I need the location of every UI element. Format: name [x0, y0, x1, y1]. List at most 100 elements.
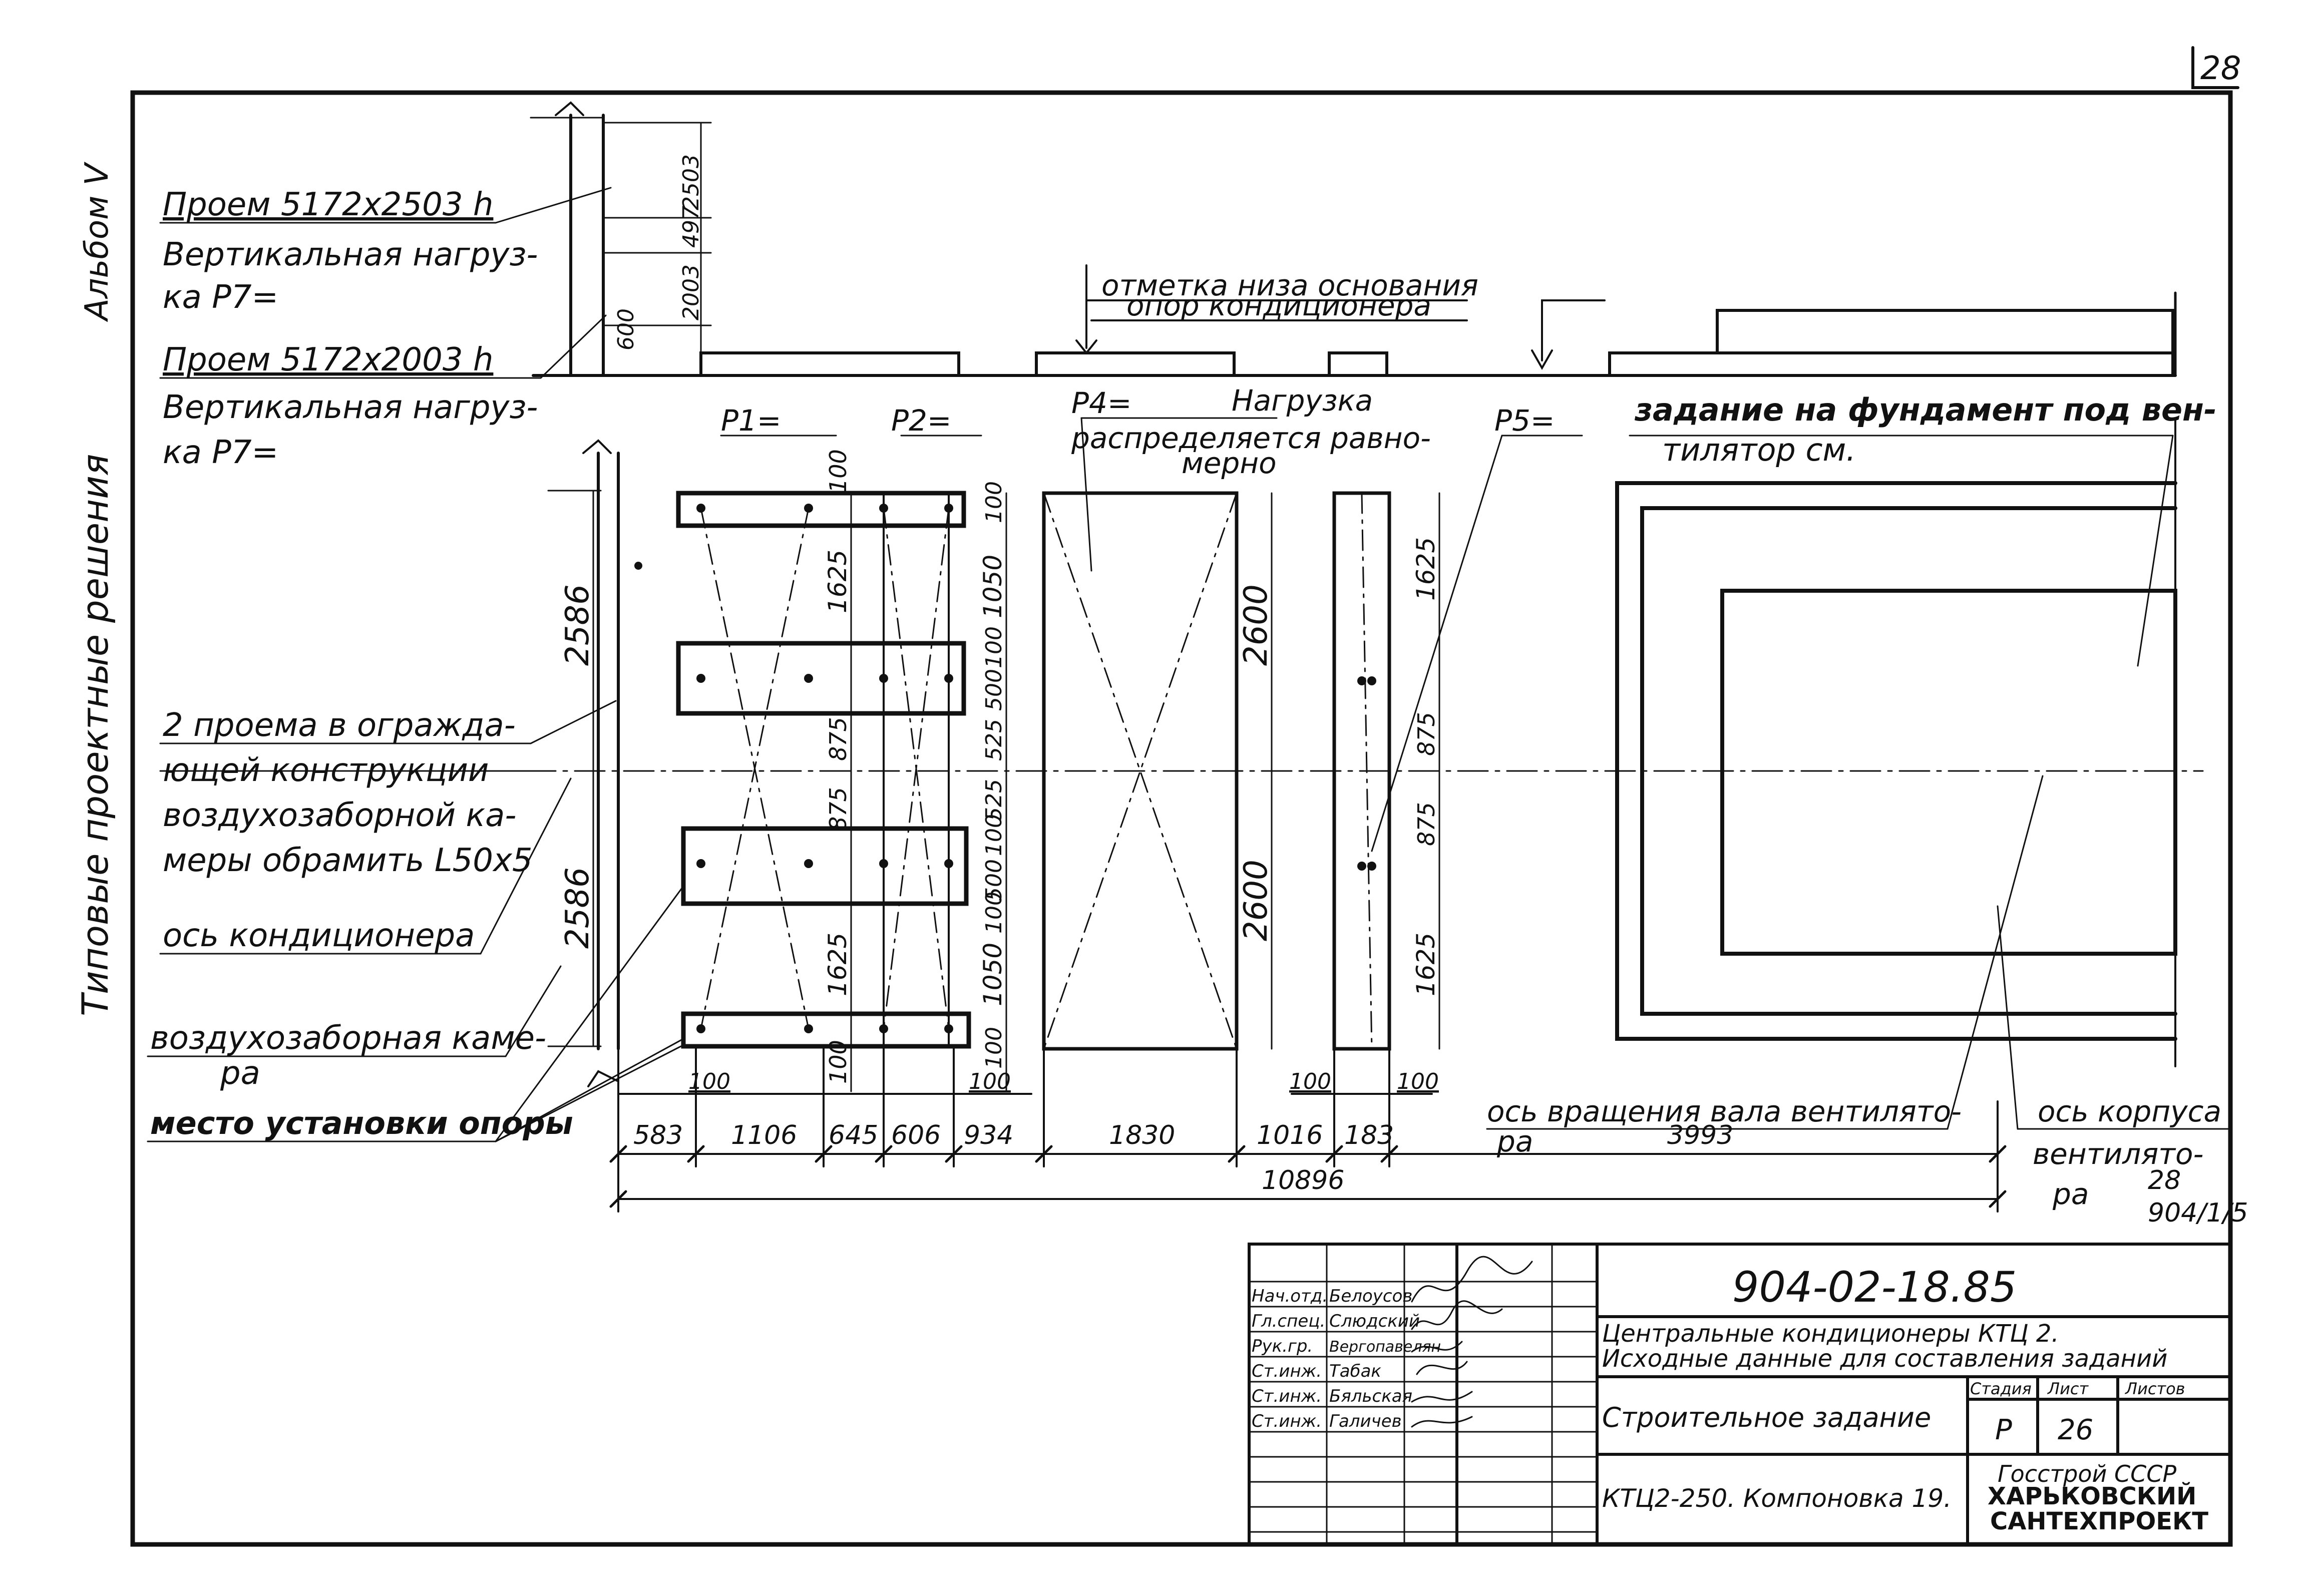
chain-dim: 1830 — [1109, 1120, 1175, 1150]
reference-album: 904/1/5 — [2148, 1198, 2248, 1228]
frame-note-2: ющей конструкции — [163, 752, 489, 789]
fan-foundation-note-1: задание на фундамент под вен- — [1634, 391, 2217, 428]
p1-vdim: 875 — [825, 717, 852, 761]
p1-vdim: 875 — [825, 787, 852, 831]
p5-vdim: 875 — [1413, 802, 1440, 846]
name-cell: Бяльская — [1329, 1386, 1412, 1406]
elev-dim: 2003 — [678, 264, 704, 320]
vertical-load-2-label-2: ка P7= — [163, 434, 278, 471]
stage-header: Стадия — [1970, 1379, 2032, 1398]
chain-dim: 934 — [964, 1120, 1013, 1150]
elevation-mark-label-1: отметка низа основания — [1101, 268, 1478, 302]
load-label-2: распределяется равно- — [1071, 421, 1431, 455]
p4-vdim: 2600 — [1238, 584, 1275, 666]
doc-title-2: Исходные данные для составления заданий — [1602, 1345, 2167, 1373]
p4-vdim: 2600 — [1238, 860, 1275, 941]
stage-value: Р — [1995, 1414, 2012, 1446]
page-number: 28 — [2200, 50, 2241, 87]
shaft-axis-label-1: ось вращения вала вентилято- — [1487, 1094, 1962, 1128]
p2-vdim: 525 — [981, 719, 1007, 761]
p1-vdim: 100 — [825, 449, 852, 493]
doc-title-1: Центральные кондиционеры КТЦ 2. — [1602, 1320, 2059, 1348]
p5-vdim: 875 — [1413, 712, 1440, 756]
role-cell: Нач.отд. — [1252, 1286, 1328, 1306]
load-label-1: Нагрузка — [1232, 383, 1373, 418]
body-axis-label-3: ра — [2052, 1177, 2089, 1211]
p1-beam — [681, 826, 969, 906]
title-block — [1248, 1243, 2232, 1546]
sheets-header: Листов — [2125, 1379, 2185, 1398]
p2-vdim: 100 — [981, 892, 1007, 934]
p2-vdim: 100 — [981, 626, 1007, 668]
p1-vdim: 1625 — [823, 550, 852, 613]
org-line-1: Госстрой СССР — [1998, 1460, 2176, 1487]
p1-vdim: 1625 — [823, 933, 852, 996]
p2-vdim: 500 — [981, 669, 1007, 711]
album-label: Альбом V — [79, 161, 116, 322]
p1-beam — [676, 491, 966, 528]
p2-vdim: 100 — [981, 814, 1007, 856]
sheet-value: 26 — [2058, 1414, 2093, 1446]
total-dim: 10896 — [1262, 1165, 1344, 1195]
frame-note-4: меры обрамить L50x5 — [163, 842, 533, 879]
chain-dim: 606 — [891, 1120, 941, 1150]
p1-beam — [681, 1011, 971, 1049]
left-vdim: 2586 — [559, 584, 596, 666]
body-axis-label-2: вентилято- — [2033, 1137, 2203, 1171]
name-cell: Вергопавелян — [1329, 1338, 1441, 1356]
left-vdim: 2586 — [559, 867, 596, 949]
sheet-border — [130, 90, 2233, 1547]
name-cell: Слюдский — [1329, 1311, 1420, 1331]
frame-note-1: 2 проема в огражда- — [163, 707, 516, 744]
vertical-load-1-label: Вертикальная нагруз- — [163, 236, 538, 273]
small-dim: 100 — [1289, 1069, 1331, 1094]
elev-dim: 497 — [678, 206, 704, 248]
vertical-load-2-label: Вертикальная нагруз- — [163, 389, 538, 426]
elev-dim: 2503 — [678, 154, 704, 210]
role-cell: Рук.гр. — [1252, 1336, 1313, 1356]
shaft-axis-label-2: ра — [1496, 1124, 1533, 1158]
org-line-3: САНТЕХПРОЕКТ — [1990, 1507, 2208, 1535]
chamber-label-1: воздухозаборная каме- — [150, 1020, 546, 1057]
chain-dim: 3993 — [1667, 1120, 1733, 1150]
org-line-2: ХАРЬКОВСКИЙ — [1988, 1482, 2196, 1510]
elevation-mark-label-2: опор кондиционера — [1126, 288, 1431, 322]
p5-label: P5= — [1494, 404, 1555, 438]
chain-dim: 1106 — [731, 1120, 797, 1150]
vertical-load-1-label-2: ка P7= — [163, 279, 278, 316]
p4-label: P4= — [1071, 386, 1131, 420]
p1-beam — [676, 641, 966, 716]
series-side-label: Типовые проектные решения — [74, 454, 116, 1016]
p2-vdim: 100 — [981, 1027, 1007, 1069]
task-label: Строительное задание — [1602, 1402, 1931, 1433]
name-cell: Табак — [1329, 1361, 1381, 1381]
p5-vdim: 1625 — [1411, 537, 1440, 601]
name-cell: Белоусов — [1329, 1286, 1412, 1306]
p2-vdim: 100 — [981, 481, 1007, 523]
p2-vdim: 525 — [981, 779, 1007, 821]
p2-vdim: 1050 — [978, 555, 1007, 618]
role-cell: Ст.инж. — [1252, 1411, 1322, 1431]
p2-vdim: 500 — [981, 859, 1007, 901]
p2-vdim: 1050 — [978, 943, 1007, 1006]
chain-dim: 583 — [633, 1120, 683, 1150]
p1-label: P1= — [721, 404, 781, 438]
fan-foundation-note-2: тилятор см. — [1662, 432, 1856, 468]
layout-label: КТЦ2-250. Компоновка 19. — [1602, 1484, 1952, 1513]
p5-vdim: 1625 — [1411, 933, 1440, 996]
small-dim: 100 — [688, 1069, 730, 1094]
frame-note-3: воздухозаборной ка- — [163, 797, 516, 834]
signatures — [1411, 1256, 1533, 1428]
name-cell: Галичев — [1329, 1411, 1402, 1431]
chain-dim: 183 — [1344, 1120, 1394, 1150]
support-location-label: место установки опоры — [150, 1105, 573, 1141]
role-cell: Ст.инж. — [1252, 1386, 1322, 1406]
document-number: 904-02-18.85 — [1732, 1263, 2017, 1312]
small-dim: 100 — [969, 1069, 1011, 1094]
page-number-frame — [2191, 46, 2239, 89]
load-label-3: мерно — [1182, 446, 1277, 480]
small-dim: 100 — [1397, 1069, 1439, 1094]
reference-sheet: 28 — [2148, 1165, 2181, 1195]
chamber-label-2: ра — [220, 1055, 260, 1092]
